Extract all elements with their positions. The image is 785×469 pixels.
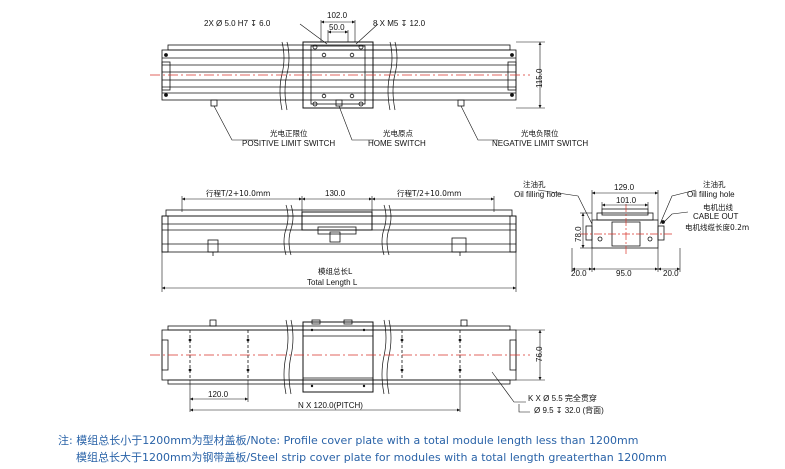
end-dim-95: 95.0: [616, 269, 632, 278]
end-dim-129: 129.0: [614, 183, 635, 192]
home-switch-label-en: HOME SWITCH: [368, 139, 426, 148]
side-view: [161, 204, 517, 256]
top-hole-spec-left: 2X Ø 5.0 H7 ↧ 6.0: [204, 19, 271, 28]
end-dim-20-right: 20.0: [663, 269, 679, 278]
end-dim-20-left: 20.0: [571, 269, 587, 278]
oil-hole-right-en: Oil filling hole: [687, 190, 735, 199]
end-dim-101: 101.0: [616, 196, 637, 205]
home-switch-label-cn: 光电原点: [383, 128, 413, 138]
note-line-2: 模组总长大于1200mm为钢带盖板/Steel strip cover plat…: [76, 451, 667, 464]
top-dim-50: 50.0: [329, 23, 345, 32]
mount-hole-spec-1: K X Ø 5.5 完全贯穿: [528, 393, 597, 403]
total-length-label-cn: 模组总长L: [318, 266, 353, 276]
side-sensor: [207, 239, 219, 253]
mount-hole: [400, 368, 404, 372]
oil-hole-left-cn: 注油孔: [523, 179, 546, 189]
negative-limit-label-cn: 光电负限位: [521, 128, 559, 138]
stroke-label-right: 行程T/2+10.0mm: [397, 188, 461, 198]
side-sensor: [451, 237, 467, 253]
mount-hole: [458, 338, 462, 342]
top-dim-115: 115.0: [535, 68, 544, 88]
bottom-dim-120: 120.0: [208, 390, 229, 399]
cable-out-en: CABLE OUT: [693, 212, 738, 221]
positive-sensor: [210, 99, 218, 107]
stroke-label-left: 行程T/2+10.0mm: [206, 188, 270, 198]
bottom-dim-76: 76.0: [535, 346, 544, 362]
cable-length-label: 电机线缆长度0.2m: [685, 222, 749, 232]
bottom-view-carriage: [302, 321, 374, 393]
carriage-hole: [312, 44, 318, 50]
mount-hole: [188, 368, 192, 372]
mount-hole: [246, 338, 250, 342]
note-line-1: 注: 模组总长小于1200mm为型材盖板/Note: Profile cover…: [58, 434, 639, 447]
top-dim-102: 102.0: [327, 11, 348, 20]
positive-limit-label-en: POSITIVE LIMIT SWITCH: [242, 139, 335, 148]
bottom-view: [161, 319, 517, 395]
carriage-hole: [358, 44, 364, 50]
top-hole-spec-right: 8 X M5 ↧ 12.0: [373, 19, 426, 28]
side-view-carriage: [301, 211, 373, 231]
home-sensor: [335, 99, 343, 107]
end-view: [585, 208, 665, 249]
pitch-label: N X 120.0(PITCH): [298, 401, 363, 410]
oil-hole-right-cn: 注油孔: [703, 179, 726, 189]
end-dim-78: 78.0: [574, 226, 583, 242]
mount-hole: [188, 338, 192, 342]
carriage-hole: [312, 101, 318, 107]
negative-limit-label-en: NEGATIVE LIMIT SWITCH: [492, 139, 588, 148]
top-view: [161, 41, 517, 111]
side-dim-130: 130.0: [325, 189, 346, 198]
positive-limit-label-cn: 光电正限位: [270, 128, 308, 138]
oil-hole-left-en: Oil filling hole: [514, 190, 562, 199]
mount-hole: [246, 368, 250, 372]
carriage-hole: [358, 101, 364, 107]
top-view-top-rail: [167, 44, 511, 51]
mount-hole: [458, 368, 462, 372]
total-length-label-en: Total Length L: [307, 278, 358, 287]
mount-hole-spec-2: Ø 9.5 ↧ 32.0 (背面): [534, 405, 604, 415]
negative-sensor: [457, 99, 465, 107]
cable-out-cn: 电机出线: [703, 202, 733, 212]
mount-hole: [400, 338, 404, 342]
